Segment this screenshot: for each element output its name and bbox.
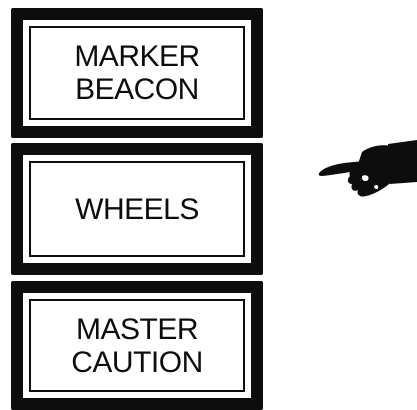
master-caution-label: MASTER CAUTION	[71, 313, 203, 379]
marker-beacon-label: MARKER BEACON	[74, 40, 199, 106]
panel-frame: MARKER BEACON	[20, 17, 254, 129]
panel-frame: WHEELS	[20, 152, 254, 266]
annunciator-panel-master-caution: MASTER CAUTION	[11, 281, 263, 410]
annunciator-panel-wheels: WHEELS	[11, 143, 263, 275]
annunciator-panel-marker-beacon: MARKER BEACON	[11, 8, 263, 138]
wheels-label: WHEELS	[75, 193, 199, 226]
panel-face: MARKER BEACON	[29, 26, 245, 120]
panel-face: MASTER CAUTION	[29, 299, 245, 392]
panel-frame: MASTER CAUTION	[20, 290, 254, 401]
panel-face: WHEELS	[29, 161, 245, 257]
pointing-hand-icon	[318, 138, 417, 202]
